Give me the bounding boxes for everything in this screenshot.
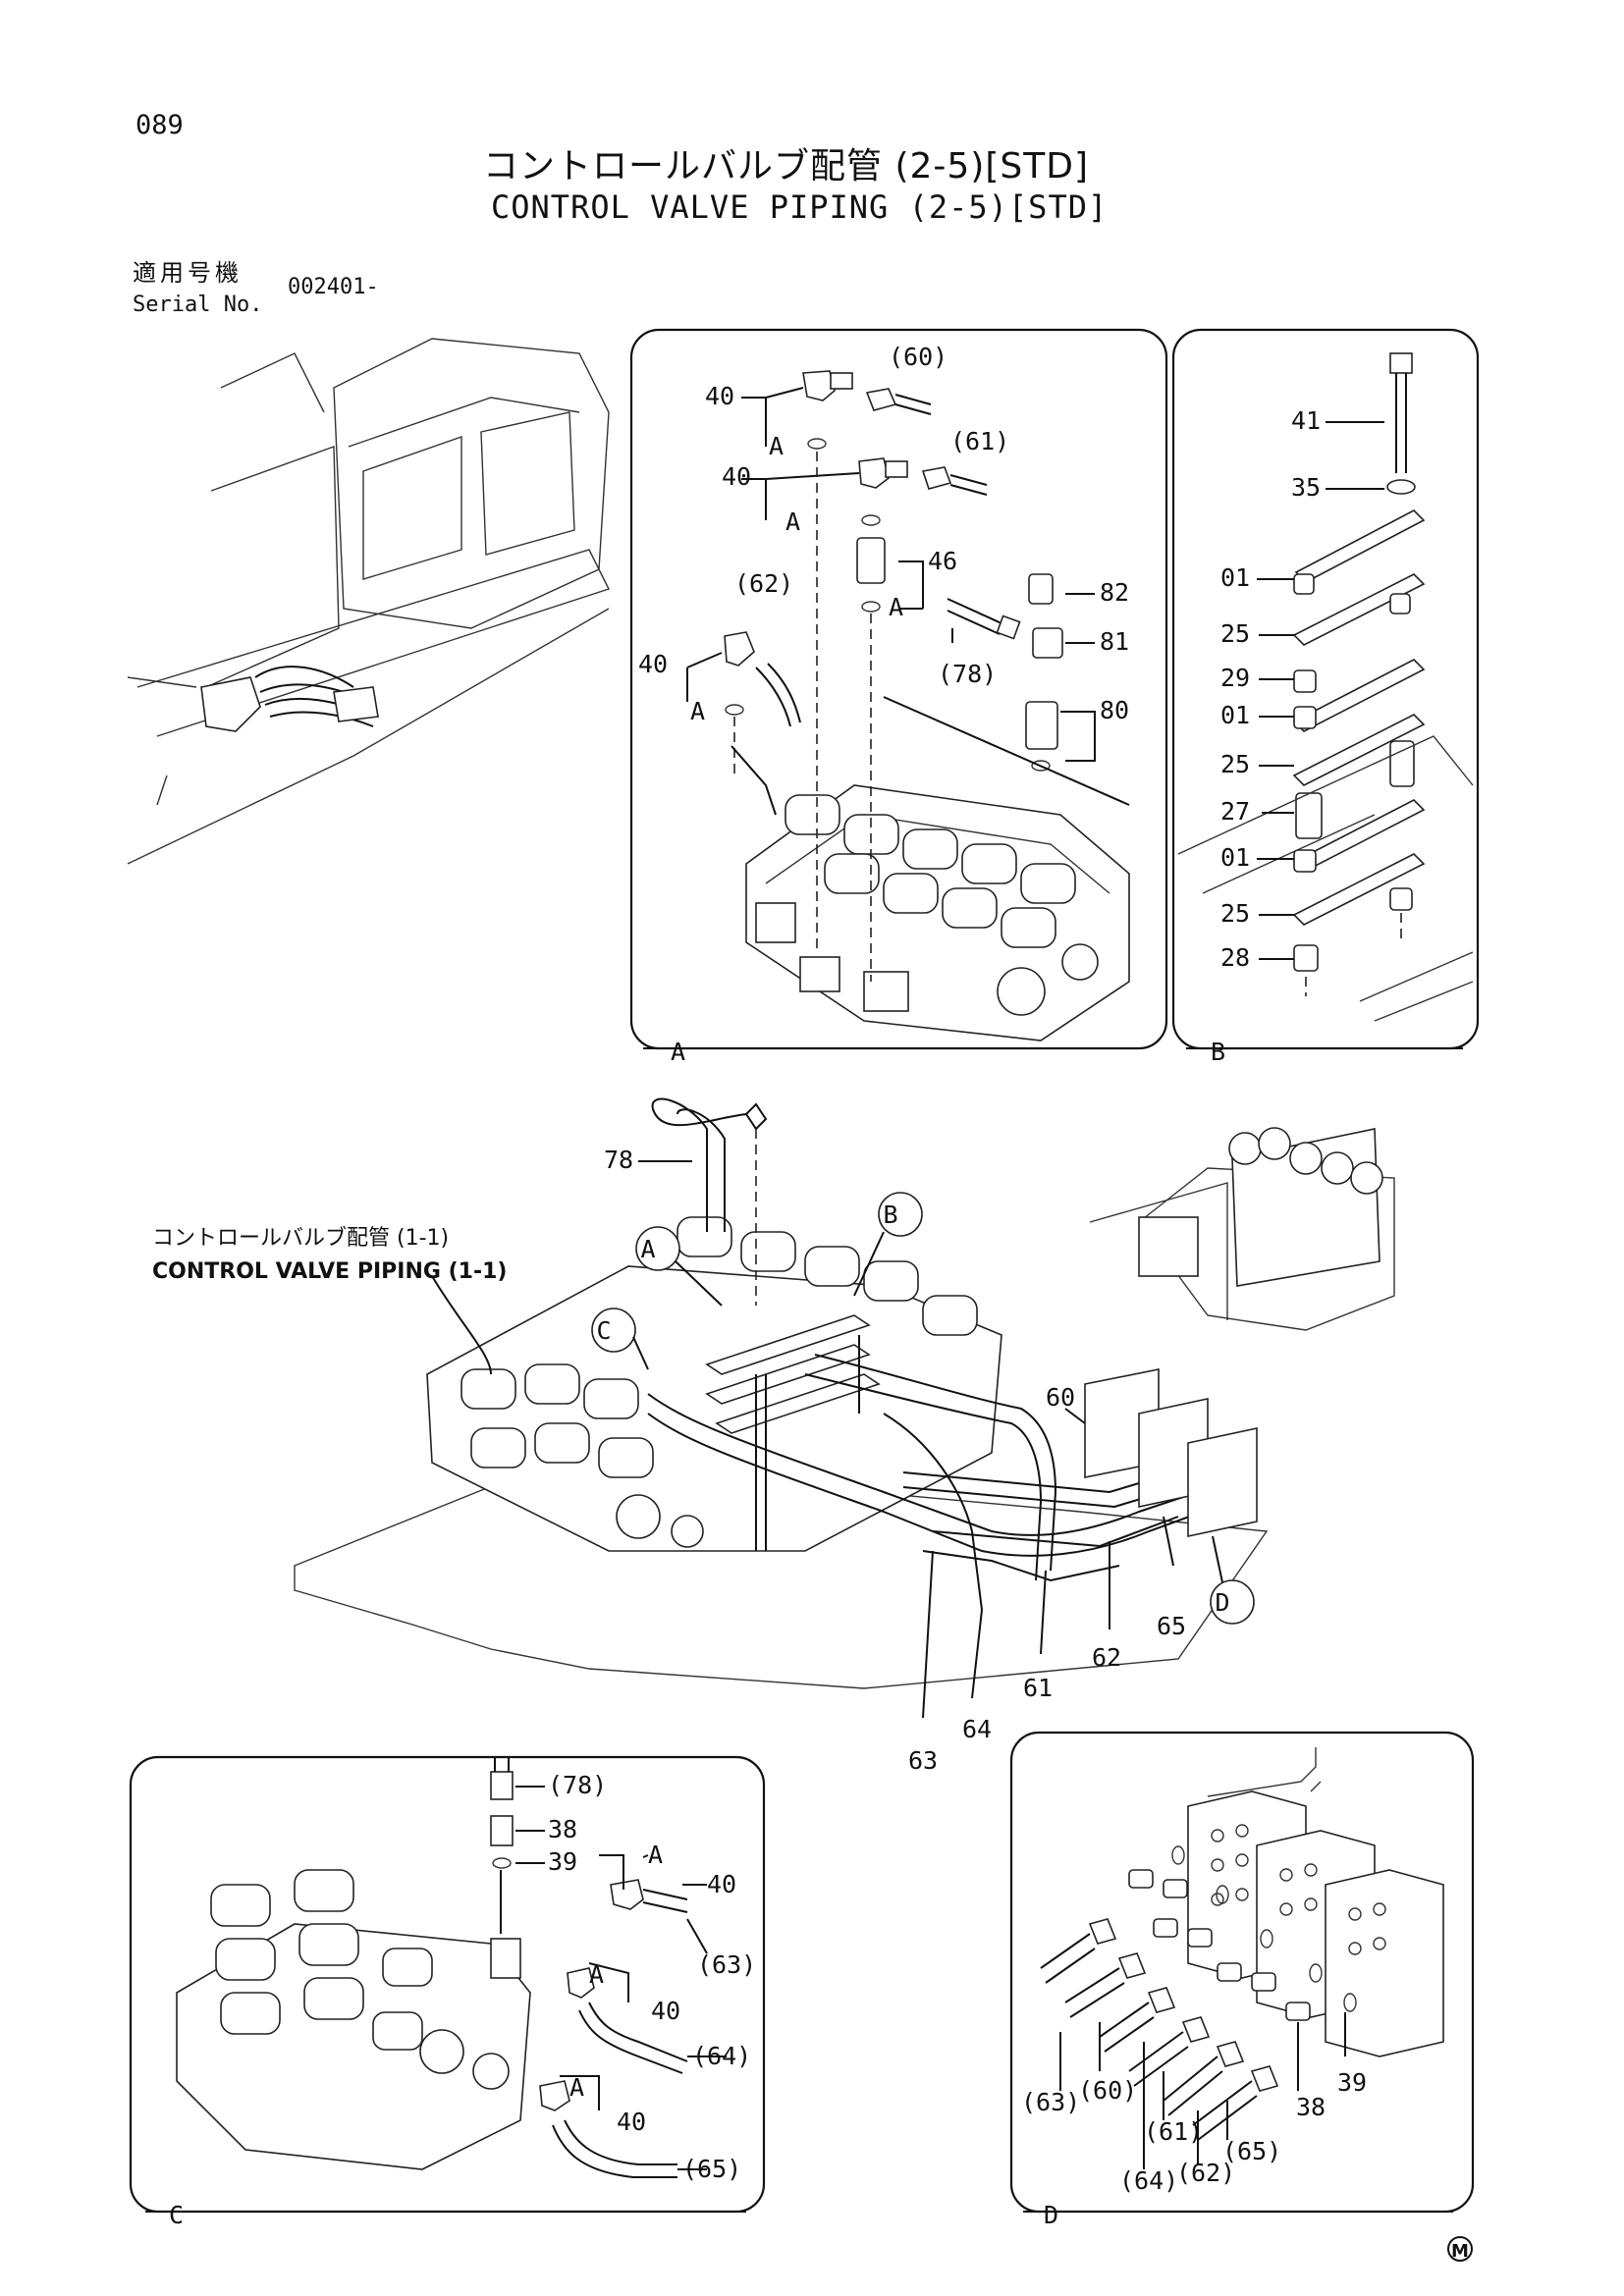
callout-c-40-1: 40 [707,1870,736,1898]
callout-main-60: 60 [1046,1383,1075,1412]
circle-ref-c-label: C [596,1316,611,1345]
circle-ref-c [591,1308,636,1353]
page-number: 089 [135,110,184,140]
callout-d-60: (60) [1078,2076,1137,2105]
callout-b-25-1: 25 [1220,619,1250,648]
fittings-a [724,370,1063,772]
spacer-stack-b [1177,352,1474,1022]
callout-main-61: 61 [1023,1674,1053,1702]
control-valve-block-a [745,784,1130,1041]
detail-panel-c: C (78) 38 39 A 40 (63) A 40 (64) A 40 (6… [129,1755,766,2229]
callout-a-40-2: 40 [722,462,751,491]
callout-a-61: (61) [950,427,1009,455]
circle-ref-b [878,1192,923,1237]
callout-a-60: (60) [889,343,947,371]
circle-ref-d [1210,1579,1255,1625]
callout-c-ref-a-1: A [648,1841,663,1869]
detail-panel-d: D (63) (60) (61) (64) (62) (65) 38 39 [1009,1731,1475,2229]
footer-mark: M [1447,2236,1473,2262]
callout-main-63: 63 [908,1746,938,1775]
reference-note-english: CONTROL VALVE PIPING (1-1) [152,1259,507,1284]
callout-a-62: (62) [734,569,793,598]
callout-c-38: 38 [548,1815,577,1843]
callout-main-62: 62 [1092,1643,1121,1672]
footer-mark-letter: M [1451,2241,1469,2262]
callout-b-29: 29 [1220,664,1250,692]
panel-label-a: A [671,1038,685,1066]
callout-c-65: (65) [682,2155,741,2183]
callout-d-39: 39 [1337,2068,1367,2097]
callout-c-63: (63) [697,1950,756,1979]
callout-b-41: 41 [1291,406,1321,435]
callout-c-78: (78) [548,1771,607,1799]
callout-a-ref-a-1: A [769,432,784,460]
callout-a-40-3: 40 [638,650,668,678]
callout-a-46: 46 [928,547,957,575]
callout-d-38: 38 [1296,2093,1326,2121]
main-assembly-view: A B C D 78 60 65 62 61 64 63 コントロールバルブ配管… [152,1097,1395,1775]
callout-d-64: (64) [1119,2166,1178,2195]
callout-a-ref-a-3: A [889,593,903,621]
serial-label-english: Serial No. [133,293,263,317]
callout-a-80: 80 [1100,696,1129,724]
callout-c-40-2: 40 [651,1997,680,2025]
callout-b-25-2: 25 [1220,750,1250,778]
callout-b-01-2: 01 [1220,701,1250,729]
callout-d-62: (62) [1176,2159,1235,2187]
callout-a-78: (78) [938,660,997,688]
detail-panel-a: A (60) (61) 40 40 40 A A A A (62) 46 82 … [629,328,1168,1066]
callout-a-40-1: 40 [705,382,734,410]
callout-main-78: 78 [604,1146,633,1174]
callout-b-27: 27 [1220,797,1250,826]
circle-ref-a [635,1226,680,1271]
callout-c-39: 39 [548,1847,577,1876]
circle-ref-b-label: B [883,1201,897,1229]
machine-overview-sketch [127,338,610,865]
serial-number-value: 002401- [288,275,379,299]
reference-note-japanese: コントロールバルブ配管 (1-1) [152,1226,449,1251]
callout-d-63: (63) [1021,2088,1080,2116]
callout-b-01-3: 01 [1220,843,1250,872]
callout-a-ref-a-4: A [690,697,705,725]
callout-b-35: 35 [1291,473,1321,502]
page-title-japanese: コントロールバルブ配管 (2-5)[STD] [483,146,1089,187]
callout-a-ref-a-2: A [785,507,800,536]
panel-label-d: D [1044,2201,1058,2229]
callout-c-40-3: 40 [617,2108,646,2136]
callout-a-81: 81 [1100,627,1129,656]
callout-c-64: (64) [692,2042,751,2070]
callout-b-01-1: 01 [1220,563,1250,592]
page-title-english: CONTROL VALVE PIPING (2-5)[STD] [491,188,1109,226]
circle-ref-d-label: D [1215,1588,1229,1617]
serial-label-japanese: 適用号機 [133,259,243,287]
callout-c-ref-a-3: A [569,2073,584,2102]
callout-main-65: 65 [1157,1612,1186,1640]
panel-label-c: C [169,2201,184,2229]
callout-b-28: 28 [1220,943,1250,972]
callout-d-65: (65) [1222,2137,1281,2165]
callout-a-82: 82 [1100,578,1129,607]
panel-label-b: B [1211,1038,1225,1066]
callout-c-ref-a-2: A [589,1960,604,1989]
callout-main-64: 64 [962,1715,992,1743]
callout-b-25-3: 25 [1220,899,1250,928]
circle-ref-a-label: A [640,1235,655,1263]
detail-panel-b: B 41 35 01 25 29 01 25 27 01 25 28 [1171,328,1480,1066]
callout-d-61: (61) [1144,2117,1203,2146]
